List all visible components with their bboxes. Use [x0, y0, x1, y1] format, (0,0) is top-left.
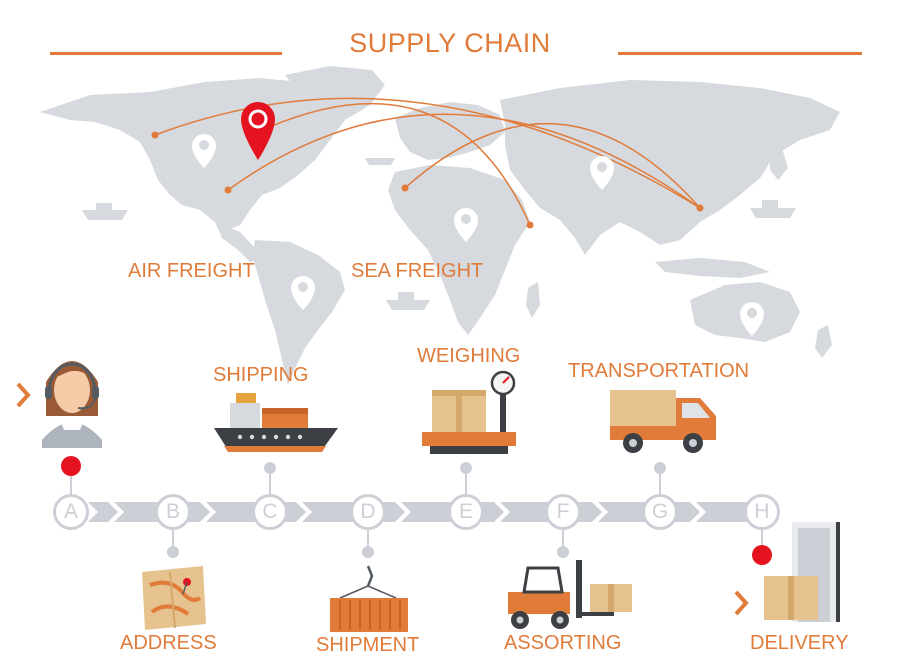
step-label-shipment: SHIPMENT: [316, 634, 420, 656]
step-label-shipping: SHIPPING: [213, 364, 309, 386]
continent-central-america: [215, 222, 262, 262]
landmass-madagascar: [526, 282, 540, 318]
step-label-assorting: ASSORTING: [504, 632, 622, 654]
step-node-b: B: [155, 494, 191, 530]
page-title: SUPPLY CHAIN: [349, 28, 551, 58]
step-node-a: A: [53, 494, 89, 530]
route-arcs: [154, 97, 701, 226]
shipping-container-icon: [330, 565, 408, 632]
chevron-right-icon: [16, 382, 31, 408]
forklift-icon: [508, 560, 632, 629]
end-marker-dot: [752, 545, 772, 565]
landmass-greenland: [285, 66, 385, 120]
step-node-f: F: [545, 494, 581, 530]
scale-icon: [422, 370, 516, 454]
landmass-indonesia: [655, 258, 770, 278]
customer-service-agent-icon: [42, 361, 102, 448]
continent-south-america: [252, 240, 345, 385]
map-pin-icon: [454, 208, 478, 242]
step-label-delivery: DELIVERY: [750, 632, 849, 654]
continent-europe: [395, 102, 505, 160]
landmass-new-zealand: [815, 325, 832, 358]
map-address-icon: [142, 566, 206, 630]
start-marker-dot: [61, 456, 81, 476]
landmass-japan: [770, 148, 788, 180]
step-label-address: ADDRESS: [120, 632, 217, 654]
step-node-h: H: [744, 494, 780, 530]
sea-freight-label: SEA FREIGHT: [351, 260, 484, 282]
map-pins: [192, 134, 764, 336]
step-node-e: E: [448, 494, 484, 530]
step-node-c: C: [252, 494, 288, 530]
map-pin-icon: [291, 276, 315, 310]
red-location-pin-icon: [241, 102, 275, 160]
step-node-g: G: [642, 494, 678, 530]
map-pin-icon: [740, 302, 764, 336]
continent-africa: [388, 165, 530, 335]
door-boxes-icon: [764, 522, 840, 622]
title-rule-left: [50, 52, 282, 55]
chevron-right-icon: [734, 590, 749, 616]
map-pin-icon: [192, 134, 216, 168]
air-freight-label: AIR FREIGHT: [128, 260, 255, 282]
continent-asia: [500, 80, 840, 255]
delivery-truck-icon: [610, 390, 716, 453]
step-label-transportation: TRANSPORTATION: [568, 360, 750, 382]
map-ship-silhouettes: [82, 158, 796, 310]
title-rule-right: [618, 52, 862, 55]
map-pin-icon: [590, 156, 614, 190]
route-endpoints: [151, 131, 704, 229]
step-node-d: D: [350, 494, 386, 530]
step-label-weighing: WEIGHING: [417, 345, 521, 367]
cargo-ship-icon: [214, 393, 338, 452]
